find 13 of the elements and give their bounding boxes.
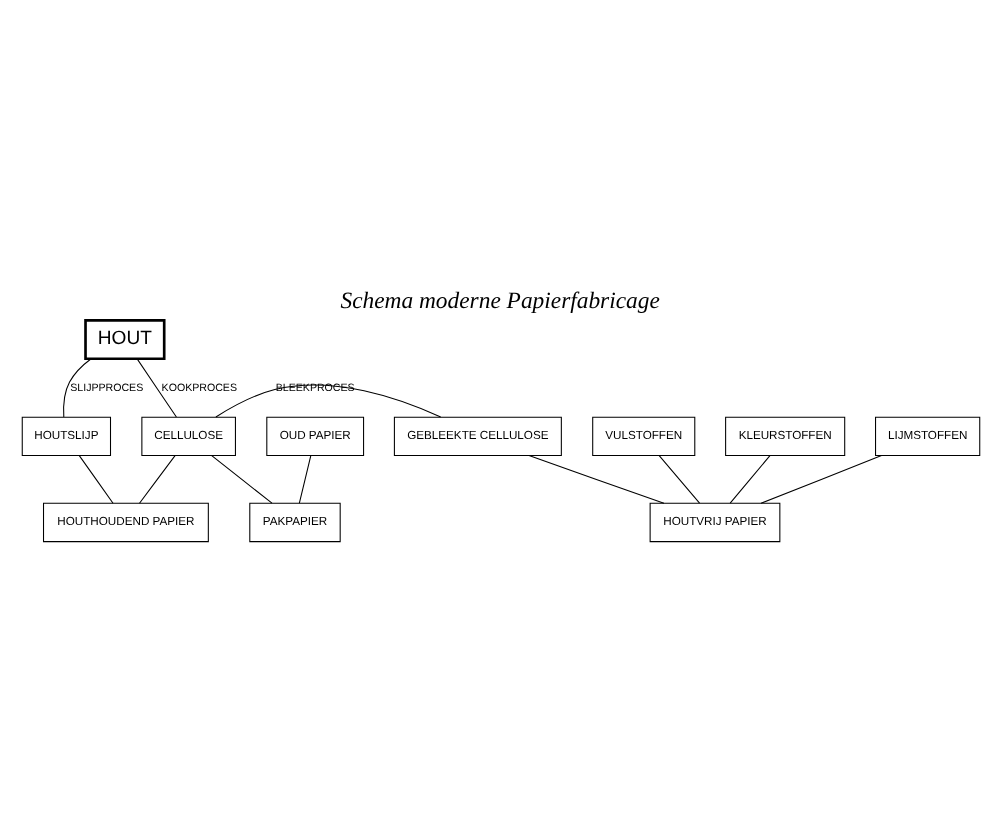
connector [657,455,700,504]
connector [759,455,882,504]
connector [527,455,664,504]
connector [297,455,311,504]
connector [214,384,441,418]
connector [135,358,176,418]
diagram-title: Schema moderne Papierfabricage [339,288,659,315]
connector [210,455,272,504]
connector [138,455,175,504]
connector [77,455,113,504]
connector [62,358,91,418]
connector [728,455,770,504]
node-box: HOUT [83,319,165,361]
